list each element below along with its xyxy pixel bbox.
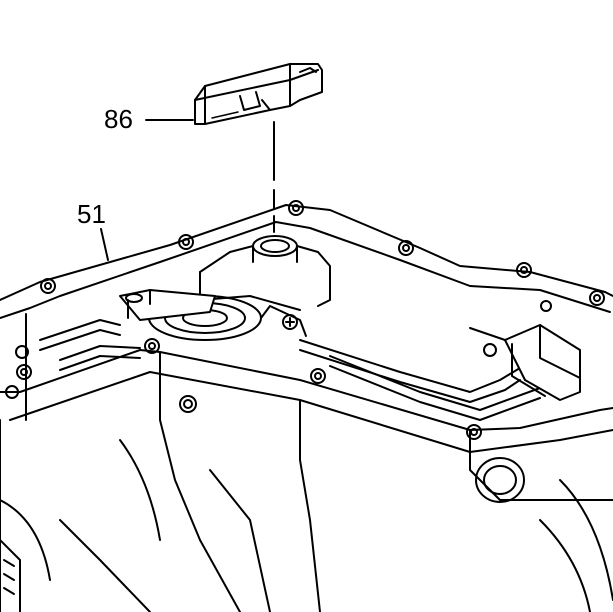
callout-label-51: 51 bbox=[77, 199, 106, 229]
valve-body bbox=[119, 289, 307, 341]
sensor-mount-boss bbox=[199, 235, 331, 311]
lower-housing bbox=[0, 419, 613, 612]
electrical-connector bbox=[469, 300, 581, 401]
fluid-tubes bbox=[39, 319, 541, 421]
leader-line-51 bbox=[100, 228, 109, 261]
bolts bbox=[15, 314, 298, 413]
part-51-case bbox=[0, 204, 613, 612]
callout-label-86: 86 bbox=[104, 104, 133, 134]
part-86-sensor bbox=[194, 63, 323, 125]
bolt-holes bbox=[5, 200, 605, 440]
